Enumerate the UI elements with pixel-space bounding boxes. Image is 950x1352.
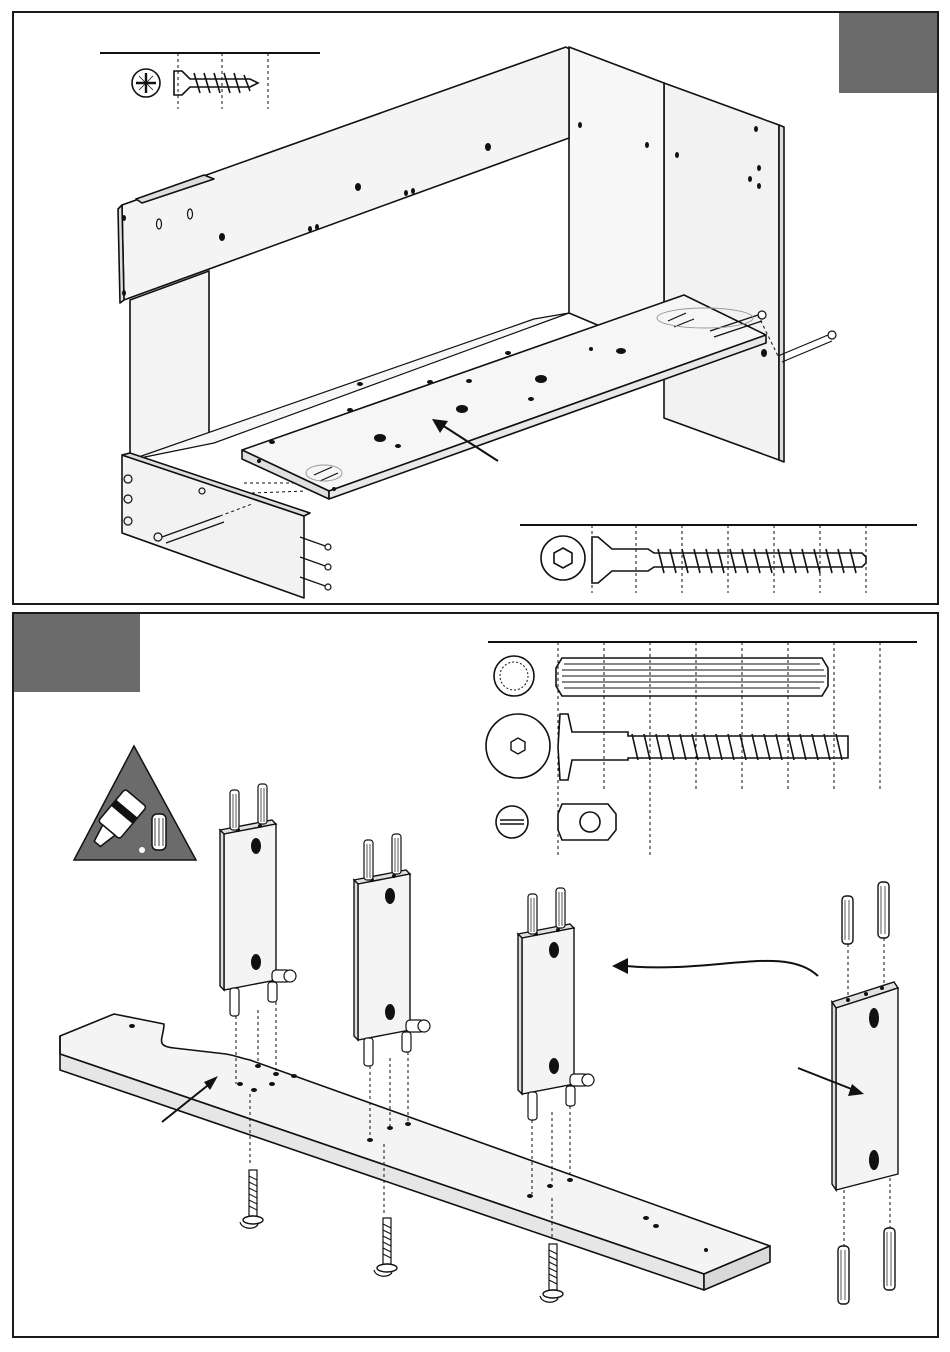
upright-2 xyxy=(354,834,430,1066)
move-upright-arrow xyxy=(612,958,818,976)
frame-assembly-drawing xyxy=(14,13,937,603)
left-side-panel xyxy=(130,271,209,460)
step-panel-bottom xyxy=(12,612,939,1338)
base-board xyxy=(60,1014,770,1290)
bolt-2 xyxy=(374,1218,397,1276)
glue-dowels-icon xyxy=(74,746,196,860)
right-side-panel xyxy=(664,83,779,460)
hardware-legend-hex-screw xyxy=(520,525,917,593)
base-assembly-drawing xyxy=(14,614,937,1336)
bolt-3 xyxy=(540,1244,563,1302)
upright-3 xyxy=(518,888,594,1120)
step-panel-top xyxy=(12,11,939,605)
hex-bolt-icon xyxy=(558,714,848,780)
cam-nut-end-icon xyxy=(496,806,528,838)
detached-upright xyxy=(832,882,898,1304)
bolt-1 xyxy=(240,1170,263,1228)
confirmat-screw-icon xyxy=(592,537,866,583)
hardware-legend-wood-screw xyxy=(100,53,320,109)
wood-screw-icon xyxy=(174,71,258,95)
upright-1 xyxy=(220,784,296,1016)
hardware-legend xyxy=(486,642,917,858)
